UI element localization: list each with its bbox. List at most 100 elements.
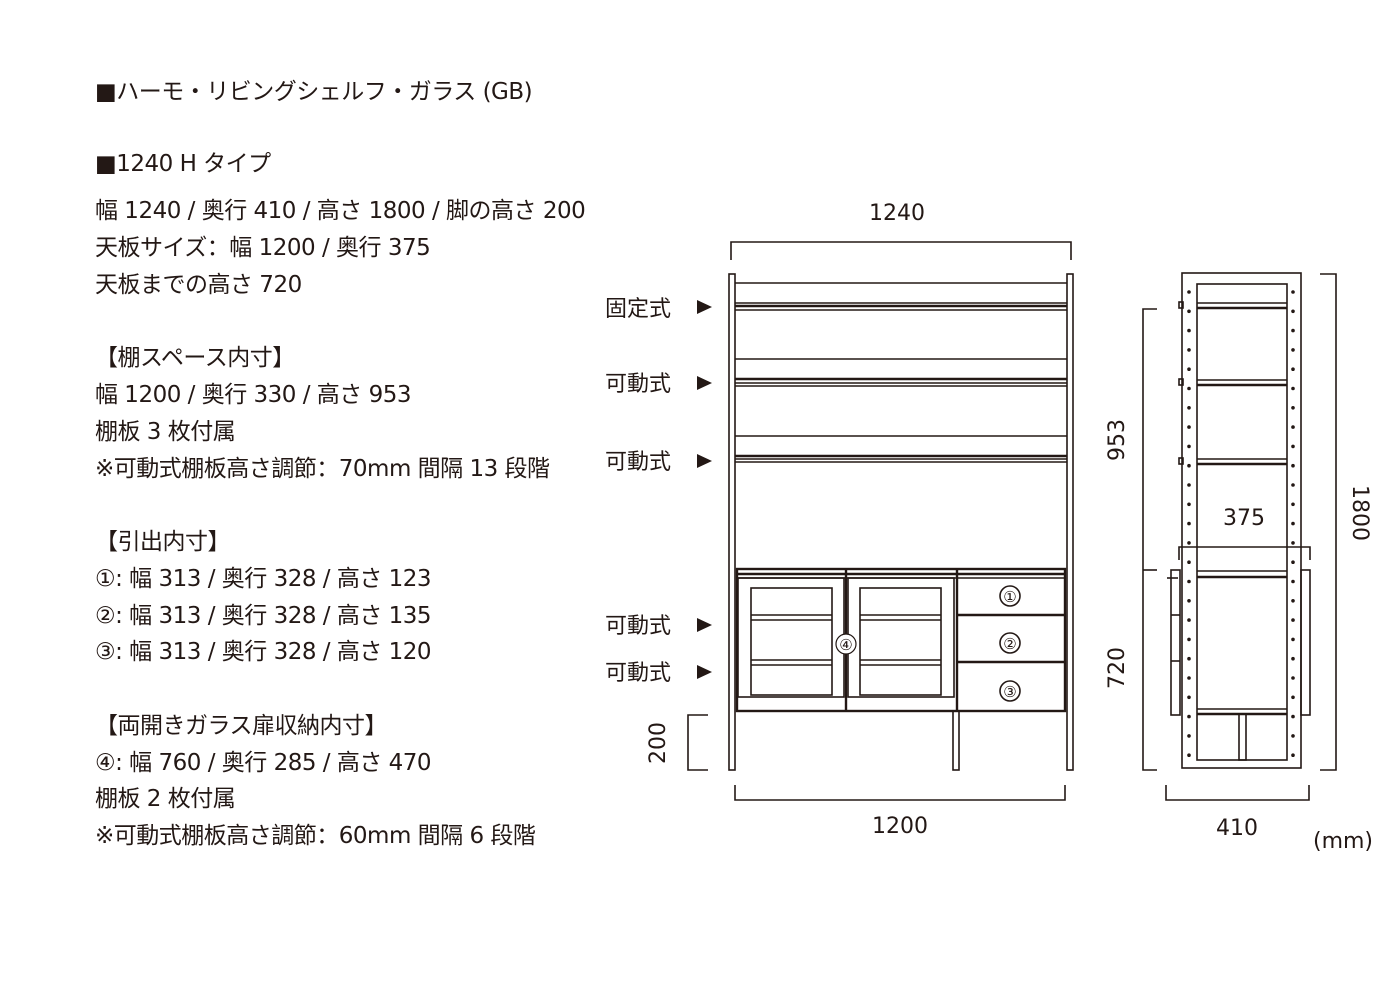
counter-height-label: 720: [1105, 647, 1130, 689]
side-view: 375 953 720 1800 410 (mm): [1105, 272, 1373, 854]
hole-dot: [1187, 444, 1191, 449]
hole-dot: [1291, 290, 1295, 294]
hole-dot: [1291, 521, 1295, 526]
depth-410-bracket: [1165, 785, 1310, 801]
glass-door-marker: ④: [839, 636, 852, 654]
glass-door-right[interactable]: [847, 577, 955, 698]
top-depth-label: 375: [1223, 506, 1265, 531]
front-view: 1240: [605, 201, 1074, 839]
right-post: [1066, 273, 1074, 771]
shelf-label-movable: 可動式: [605, 450, 671, 475]
hole-dot: [1291, 348, 1295, 352]
lower-cabinet: [735, 567, 1067, 771]
hole-dot: [1187, 386, 1191, 391]
height-953-720-bracket: [1142, 308, 1157, 771]
arrow-right-icon: [697, 300, 712, 314]
hole-dot: [1291, 676, 1295, 680]
drawer-2-marker: ②: [1003, 635, 1016, 653]
leg-height-bracket: [687, 714, 708, 771]
width-1240-bracket: [730, 241, 1072, 260]
glass-door-line: ④: 幅 760 / 奥行 285 / 高さ 470: [95, 750, 432, 776]
hole-dot: [1187, 618, 1191, 622]
hole-dot: [1187, 753, 1191, 757]
type-heading: ■1240 H タイプ: [95, 151, 271, 177]
hole-dot: [1187, 560, 1191, 564]
hole-dot: [1187, 406, 1191, 410]
width-1200-label: 1200: [872, 814, 928, 839]
hole-dot: [1187, 695, 1191, 700]
hole-dot: [1291, 386, 1295, 391]
depth-410-label: 410: [1216, 816, 1258, 841]
arrow-right-icon: [697, 618, 712, 632]
hole-dot: [1187, 348, 1191, 352]
left-post: [728, 273, 736, 771]
drawer-3-marker: ③: [1003, 683, 1016, 701]
arrow-right-icon: [697, 454, 712, 468]
shelf-space-heading: 【棚スペース内寸】: [95, 345, 295, 371]
hole-dot: [1291, 560, 1295, 564]
hole-dot: [1187, 502, 1191, 507]
leg-height-label: 200: [646, 722, 671, 764]
shelf-space-line: ※可動式棚板高さ調節：70mm 間隔 13 段階: [95, 456, 550, 482]
hole-dot: [1291, 695, 1295, 700]
spec-line: 天板までの高さ 720: [95, 272, 302, 298]
hole-dot: [1187, 656, 1191, 661]
shelf-label-movable: 可動式: [605, 614, 671, 639]
width-1200-bracket: [734, 785, 1066, 801]
hole-dot: [1187, 290, 1191, 294]
drawer-line: ①: 幅 313 / 奥行 328 / 高さ 123: [95, 566, 432, 592]
arrow-right-icon: [697, 376, 712, 390]
hole-dot: [1187, 367, 1191, 372]
arrow-right-icon: [697, 665, 712, 679]
glass-door-line: ※可動式棚板高さ調節：60mm 間隔 6 段階: [95, 823, 536, 849]
hole-dot: [1291, 425, 1295, 429]
hole-dot: [1187, 328, 1191, 333]
hole-dot: [1291, 541, 1295, 545]
shelf-space-line: 棚板 3 枚付属: [95, 419, 236, 445]
movable-shelf: [735, 358, 1067, 387]
shelf-space-line: 幅 1200 / 奥行 330 / 高さ 953: [95, 382, 412, 408]
hole-dot: [1291, 502, 1295, 507]
hole-dot: [1291, 367, 1295, 372]
hole-dot: [1291, 483, 1295, 487]
drawer-heading: 【引出内寸】: [95, 529, 231, 555]
width-1240-label: 1240: [869, 201, 925, 226]
height-1800-bracket: [1320, 273, 1337, 771]
page-title: ■ハーモ・リビングシェルフ・ガラス (GB): [95, 79, 533, 105]
hole-dot: [1187, 579, 1191, 584]
hole-dot: [1291, 637, 1295, 642]
spec-line: 天板サイズ：幅 1200 / 奥行 375: [95, 235, 431, 261]
hole-dot: [1291, 309, 1295, 314]
center-leg: [952, 710, 960, 771]
shelf-height-label: 953: [1105, 419, 1130, 461]
side-shelves: [1197, 302, 1287, 716]
hole-dot: [1291, 656, 1295, 661]
shelf-label-movable: 可動式: [605, 661, 671, 686]
hole-dot: [1187, 676, 1191, 680]
glass-door-left[interactable]: [737, 577, 845, 698]
shelf-label-fixed: 固定式: [605, 297, 671, 322]
side-frame: [1181, 272, 1302, 769]
glass-door-heading: 【両開きガラス扉収納内寸】: [95, 713, 388, 739]
hole-dot: [1291, 406, 1295, 410]
spec-line: 幅 1240 / 奥行 410 / 高さ 1800 / 脚の高さ 200: [95, 198, 586, 224]
shelf-type-labels: 固定式 可動式 可動式 可動式 可動式: [605, 297, 712, 686]
hole-dot: [1291, 579, 1295, 584]
total-height-label: 1800: [1347, 485, 1372, 541]
hole-dot: [1187, 463, 1191, 468]
cabinet-markers: ① ② ③ ④: [835, 585, 1021, 702]
hole-dot: [1187, 521, 1191, 526]
hole-dot: [1187, 309, 1191, 314]
adjustment-holes: [1187, 290, 1295, 757]
drawer-line: ②: 幅 313 / 奥行 328 / 高さ 135: [95, 603, 432, 629]
shelf-label-movable: 可動式: [605, 372, 671, 397]
hole-dot: [1291, 714, 1295, 719]
unit-label: (mm): [1313, 829, 1373, 854]
hole-dot: [1291, 599, 1295, 603]
hole-dot: [1187, 425, 1191, 429]
hole-dot: [1187, 599, 1191, 603]
hole-dot: [1291, 463, 1295, 468]
hole-dot: [1187, 714, 1191, 719]
hole-dot: [1291, 618, 1295, 622]
